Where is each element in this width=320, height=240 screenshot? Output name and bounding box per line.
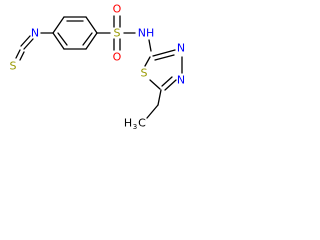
atom-o-top: O <box>113 3 122 16</box>
bond-ring-3 <box>85 32 98 50</box>
bond-c2-n3-double <box>154 54 175 61</box>
bond-ring-6 <box>52 16 65 34</box>
bond-ring-2 <box>85 16 98 34</box>
atom-s-ring: S <box>141 67 148 80</box>
isothiocyanate-group: N S <box>10 27 54 73</box>
benzene-ring <box>52 16 98 50</box>
bond-ring-inner-2 <box>82 32 93 46</box>
sulfonyl-group: S O O NH <box>96 3 155 64</box>
atom-ethyl-c: C <box>138 117 146 130</box>
bond-c-s-double <box>19 51 25 61</box>
atom-s-isothiocyanate: S <box>10 60 17 73</box>
atom-n-ring-upper: N <box>177 42 185 55</box>
bond-ring-inner-3 <box>57 32 68 46</box>
thiadiazole-ring: N N S <box>141 39 185 91</box>
atom-n-ring-lower: N <box>177 74 185 87</box>
bond-ring-5 <box>52 32 65 50</box>
molecule-svg: N S S O O NH N N S <box>10 3 186 132</box>
bond-nh-c2 <box>148 39 152 52</box>
bond-n-c <box>20 35 31 47</box>
ethyl-group: H 3 C <box>124 89 162 131</box>
atom-nh: NH <box>138 27 155 40</box>
atom-o-bottom: O <box>113 51 122 64</box>
bond-c2-n3 <box>152 49 176 57</box>
atom-s-sulfonyl: S <box>114 27 121 40</box>
chemical-structure-diagram: N S S O O NH N N S <box>0 0 192 134</box>
bond-n4-c5 <box>164 79 177 91</box>
bond-n4-c5-double <box>161 76 173 87</box>
bond-c5-s1 <box>149 79 161 90</box>
bond-s1-c2 <box>144 56 151 67</box>
atom-n-isothiocyanate: N <box>31 27 39 40</box>
bond-ch2-ch3 <box>146 104 159 119</box>
bond-c5-ch2 <box>157 89 162 106</box>
bond-n-c-double <box>23 38 34 50</box>
atom-ethyl-subscript: 3 <box>133 123 137 131</box>
bond-c-s <box>15 49 21 59</box>
atom-ethyl-h: H <box>124 117 132 130</box>
